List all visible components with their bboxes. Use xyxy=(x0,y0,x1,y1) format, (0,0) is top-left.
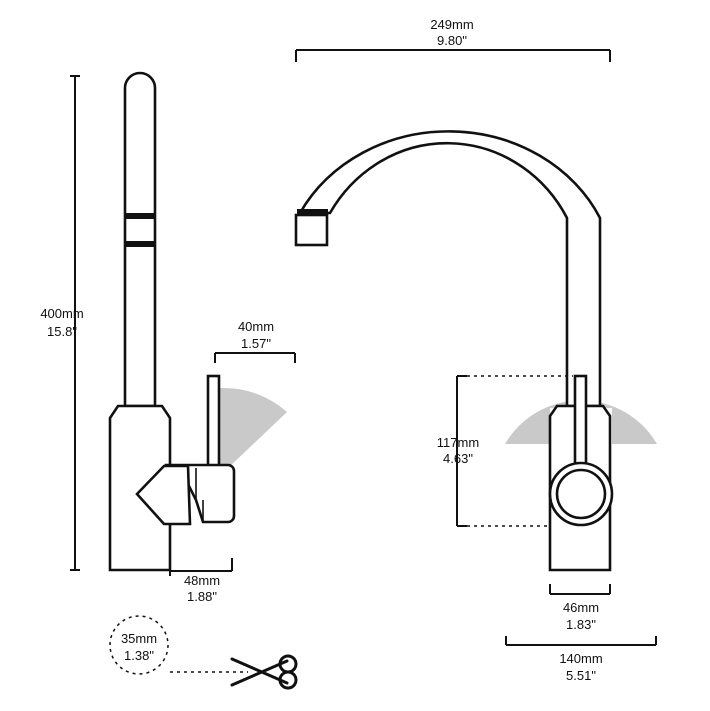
base-side-mm-label: 48mm xyxy=(184,573,220,588)
front-view xyxy=(294,130,657,572)
side-hub-detail xyxy=(195,468,204,522)
base-front-mm-label: 46mm xyxy=(563,600,599,615)
side-view xyxy=(108,71,287,572)
front-spout-outlet xyxy=(294,213,329,247)
front-handle-swing-arc xyxy=(505,400,657,444)
side-handle-lever xyxy=(206,374,221,470)
handle-height-mm-label: 117mm xyxy=(437,435,479,450)
side-spout-band xyxy=(124,213,156,219)
dimension-base-side: 48mm 1.88" xyxy=(169,558,233,604)
height-inch-label: 15.8" xyxy=(47,324,77,339)
base-front-inch-label: 1.83" xyxy=(566,617,596,632)
side-spout xyxy=(123,71,157,408)
height-mm-label: 400mm xyxy=(40,306,83,321)
scissors-icon xyxy=(230,654,298,690)
handle-side-mm-label: 40mm xyxy=(238,319,274,334)
front-outlet-band xyxy=(297,209,328,216)
dimension-hole: 35mm 1.38" xyxy=(109,615,298,690)
dimension-height: 400mm 15.8" xyxy=(40,75,84,571)
side-spout-band-lower xyxy=(124,241,156,247)
dimension-handle-side: 40mm 1.57" xyxy=(214,319,296,363)
side-base-nose xyxy=(135,464,192,526)
base-side-inch-label: 1.88" xyxy=(187,589,217,604)
hole-inch-label: 1.38" xyxy=(124,648,154,663)
front-handle-hub-inner xyxy=(555,468,607,520)
handle-swing-inch-label: 5.51" xyxy=(566,668,596,683)
dimension-spout-reach: 249mm 9.80" xyxy=(295,17,611,62)
side-handle-swing-arc xyxy=(214,387,287,468)
hole-outline xyxy=(109,615,169,675)
handle-side-inch-label: 1.57" xyxy=(241,336,271,351)
hole-mm-label: 35mm xyxy=(121,631,157,646)
spout-reach-mm-label: 249mm xyxy=(430,17,473,32)
dimension-handle-height: 117mm 4.63" xyxy=(437,375,573,527)
spout-reach-inch-label: 9.80" xyxy=(437,33,467,48)
front-spout xyxy=(297,130,602,408)
front-handle-lever xyxy=(573,374,588,473)
handle-height-inch-label: 4.63" xyxy=(443,451,473,466)
handle-swing-mm-label: 140mm xyxy=(559,651,602,666)
dimension-handle-swing: 140mm 5.51" xyxy=(505,636,657,683)
dimension-base-front: 46mm 1.83" xyxy=(549,584,611,632)
